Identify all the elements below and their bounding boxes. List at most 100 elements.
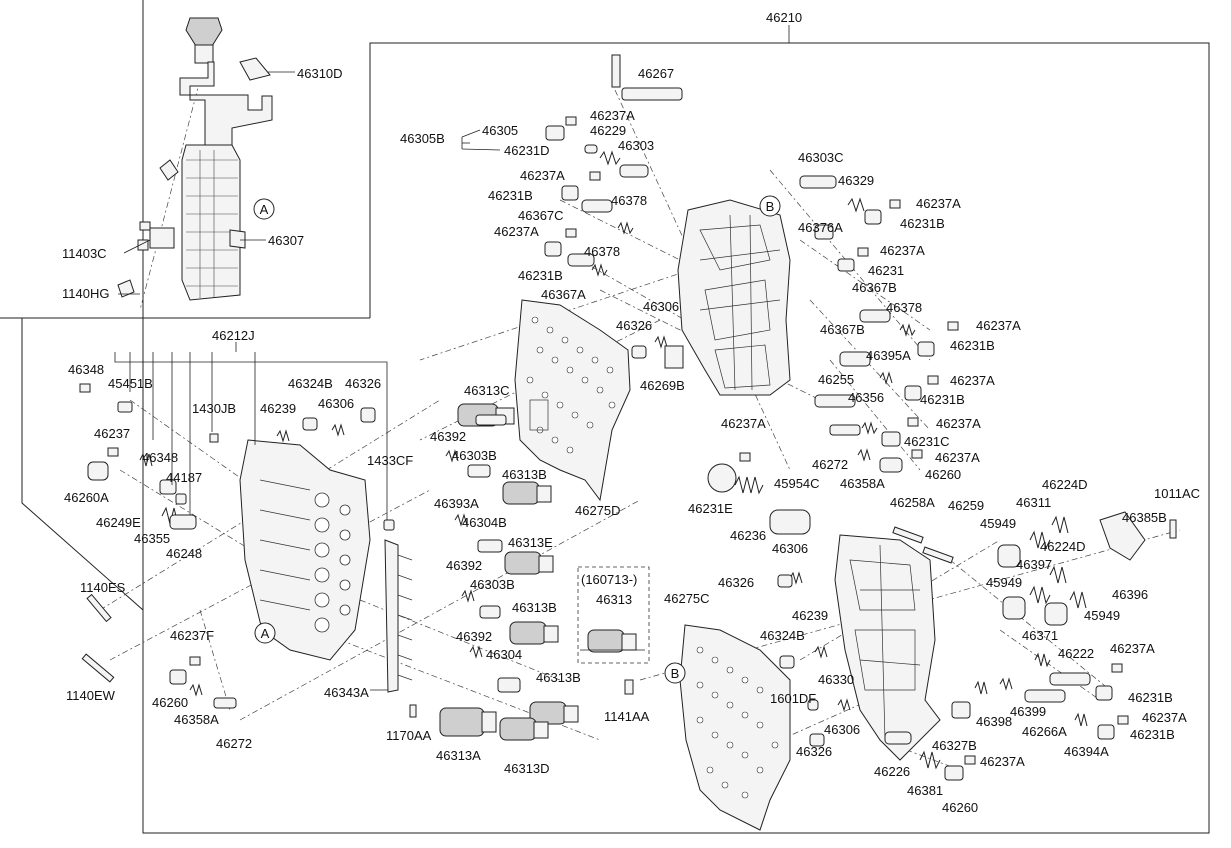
label-46376A: 46376A — [798, 220, 843, 235]
label-46303: 46303 — [618, 138, 654, 153]
callout-b-lower — [664, 662, 686, 684]
callout-b-upper-text: B — [766, 199, 775, 214]
label-46255: 46255 — [818, 372, 854, 387]
label-46371: 46371 — [1022, 628, 1058, 643]
label-46212J: 46212J — [212, 328, 255, 343]
callout-a-harness-text: A — [260, 202, 269, 217]
label-1141AA: 1141AA — [604, 709, 650, 724]
label-46313B-a: 46313B — [502, 467, 547, 482]
solenoid-46313 — [587, 629, 637, 653]
label-46231B-a: 46231B — [488, 188, 533, 203]
label-46239-a: 46239 — [260, 401, 296, 416]
label-46326-c: 46326 — [718, 575, 754, 590]
label-45949-c: 45949 — [1084, 608, 1120, 623]
label-46237A-b: 46237A — [520, 168, 565, 183]
label-46304: 46304 — [486, 647, 522, 662]
callout-a-harness — [253, 198, 275, 220]
wiring-harness-assembly — [117, 17, 273, 301]
label-46231: 46231 — [868, 263, 904, 278]
label-160713: (160713-) — [581, 572, 637, 587]
upper-valve-body — [677, 199, 791, 396]
label-46326-b: 46326 — [616, 318, 652, 333]
label-46394A: 46394A — [1064, 744, 1109, 759]
label-46275C: 46275C — [664, 591, 710, 606]
label-46395A: 46395A — [866, 348, 911, 363]
solenoid-46313D — [499, 717, 549, 741]
part-labels: 46210 46310D 46307 11403C 1140HG 46212J … — [62, 10, 1200, 815]
label-46231C: 46231C — [904, 434, 950, 449]
label-46237A-f: 46237A — [976, 318, 1021, 333]
label-46313B-b: 46313B — [512, 600, 557, 615]
label-11403C: 11403C — [62, 246, 107, 261]
label-46231B-e: 46231B — [920, 392, 965, 407]
lower-right-valve-body — [834, 534, 941, 761]
label-46260A: 46260A — [64, 490, 109, 505]
label-1140ES: 1140ES — [80, 580, 126, 595]
label-46266A: 46266A — [1022, 724, 1067, 739]
label-46398: 46398 — [976, 714, 1012, 729]
label-46226: 46226 — [874, 764, 910, 779]
label-46329: 46329 — [838, 173, 874, 188]
label-46231D: 46231D — [504, 143, 550, 158]
label-46326-a: 46326 — [345, 376, 381, 391]
label-46272-a: 46272 — [216, 736, 252, 751]
label-46313: 46313 — [596, 592, 632, 607]
label-46367A: 46367A — [541, 287, 586, 302]
label-46231B-f: 46231B — [1128, 690, 1173, 705]
label-46348-a: 46348 — [68, 362, 104, 377]
label-46267: 46267 — [638, 66, 674, 81]
label-46381: 46381 — [907, 783, 943, 798]
label-46231B-d: 46231B — [950, 338, 995, 353]
leader-lines — [114, 71, 645, 691]
label-46275D: 46275D — [575, 503, 621, 518]
label-46260-a: 46260 — [152, 695, 188, 710]
label-46326-d: 46326 — [796, 744, 832, 759]
label-46324B-a: 46324B — [288, 376, 333, 391]
label-46385B: 46385B — [1122, 510, 1167, 525]
label-45949-b: 45949 — [986, 575, 1022, 590]
label-1140HG: 1140HG — [62, 286, 109, 301]
callout-markers: A A B B — [253, 195, 781, 684]
label-46305: 46305 — [482, 123, 518, 138]
label-46330: 46330 — [818, 672, 854, 687]
label-46237A-j: 46237A — [721, 416, 766, 431]
label-46237A-i: 46237A — [935, 450, 980, 465]
label-46260-c: 46260 — [942, 800, 978, 815]
label-46260-b: 46260 — [925, 467, 961, 482]
label-46248: 46248 — [166, 546, 202, 561]
label-46327B: 46327B — [932, 738, 977, 753]
label-1170AA: 1170AA — [386, 728, 432, 743]
label-46237F: 46237F — [170, 628, 214, 643]
label-46222: 46222 — [1058, 646, 1094, 661]
diagram-frames — [0, 0, 1210, 834]
label-46210: 46210 — [766, 10, 802, 25]
label-46343A: 46343A — [324, 685, 369, 700]
label-46231B-b: 46231B — [518, 268, 563, 283]
label-46269B: 46269B — [640, 378, 685, 393]
label-46237: 46237 — [94, 426, 130, 441]
label-46358A-b: 46358A — [840, 476, 885, 491]
callout-a-valve-body — [254, 622, 276, 644]
label-46306-b: 46306 — [643, 299, 679, 314]
label-46249E: 46249E — [96, 515, 141, 530]
label-46303B-a: 46303B — [452, 448, 497, 463]
label-46313D-a: 46313D — [504, 761, 550, 776]
label-46367B-b: 46367B — [820, 322, 865, 337]
label-1140EW: 1140EW — [66, 688, 116, 703]
assembly-guide-lines — [99, 79, 1181, 771]
label-46237A-k: 46237A — [1110, 641, 1155, 656]
callout-b-upper — [759, 195, 781, 217]
label-46358A-a: 46358A — [174, 712, 219, 727]
label-1430JB: 1430JB — [192, 401, 236, 416]
label-46303B-b: 46303B — [470, 577, 515, 592]
harness-connector-strip — [384, 539, 413, 693]
label-46237A-c: 46237A — [494, 224, 539, 239]
label-46224D-a: 46224D — [1042, 477, 1088, 492]
label-46231B-c: 46231B — [900, 216, 945, 231]
label-45954C: 45954C — [774, 476, 820, 491]
label-46396: 46396 — [1112, 587, 1148, 602]
label-46313A: 46313A — [436, 748, 481, 763]
callout-b-lower-text: B — [671, 666, 680, 681]
label-46313E: 46313E — [508, 535, 553, 550]
